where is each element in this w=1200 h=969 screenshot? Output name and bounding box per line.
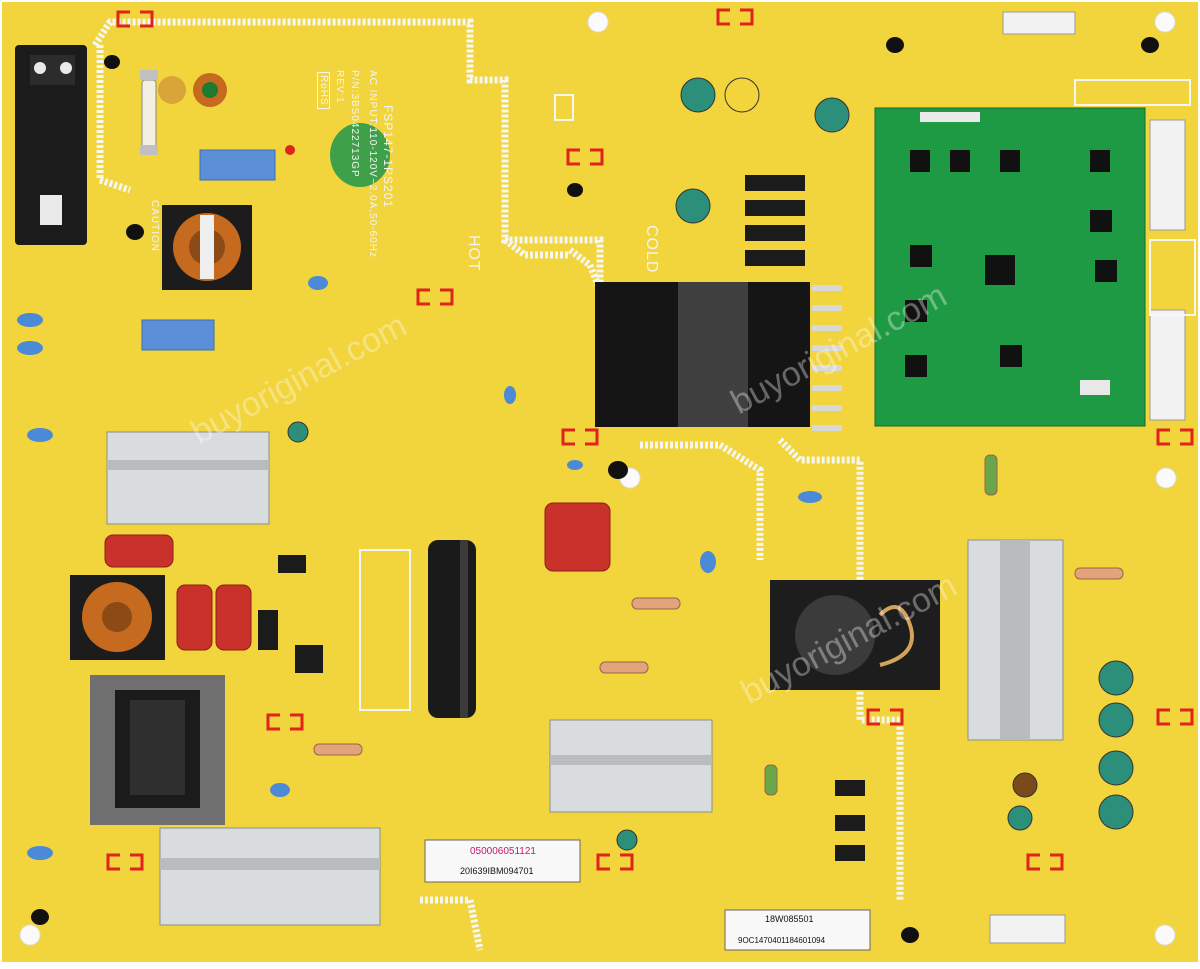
- silk-rohs: RoHS: [317, 72, 330, 109]
- barcode-labels: [424, 839, 871, 951]
- silk-model: FSP147-1PS201: [381, 105, 395, 209]
- silk-part-number: P/N:3BS0422713GP: [349, 70, 360, 178]
- varistor: [285, 123, 390, 187]
- barcode-label-2-sub: 9OC1470401184601094: [738, 936, 826, 945]
- common-mode-choke-2: [70, 575, 165, 660]
- marker-dots: [31, 37, 1159, 943]
- rectifier-diodes: [258, 175, 865, 861]
- output-connectors: [989, 11, 1186, 944]
- silkscreen-boxes: [359, 79, 1196, 711]
- common-mode-choke-1: [162, 205, 252, 290]
- barcode-label-1-sub: 20I639IBM094701: [460, 866, 534, 876]
- pfc-inductor: [90, 675, 225, 825]
- silk-rating: AC INPUT:110-120V~2.0A,50-60Hz: [367, 70, 378, 258]
- ac-input-connector: [15, 45, 87, 245]
- silk-hot: HOT: [465, 235, 482, 272]
- red-markers: [106, 8, 1194, 871]
- electrolytic-caps: [287, 77, 1134, 851]
- resistors: [313, 454, 1124, 796]
- choke-small: [158, 73, 227, 107]
- silk-cold: COLD: [643, 225, 660, 274]
- silk-rev: REV:1: [334, 70, 345, 104]
- bulk-capacitor: [428, 540, 476, 718]
- isolation-boundary: [92, 18, 904, 951]
- film-capacitors: [104, 502, 611, 651]
- barcode-label-2-id: 18W085501: [765, 914, 814, 924]
- x-capacitors: [141, 149, 276, 351]
- standby-transformer: [770, 580, 940, 690]
- barcode-label-1-id: 050006051121: [470, 846, 536, 857]
- led-driver-board: [874, 107, 1146, 427]
- heatsinks: [106, 431, 1064, 926]
- silk-caution: CAUTION: [149, 200, 160, 252]
- main-transformer: [595, 282, 842, 431]
- fuse: [140, 70, 158, 155]
- ceramic-caps: [17, 276, 822, 860]
